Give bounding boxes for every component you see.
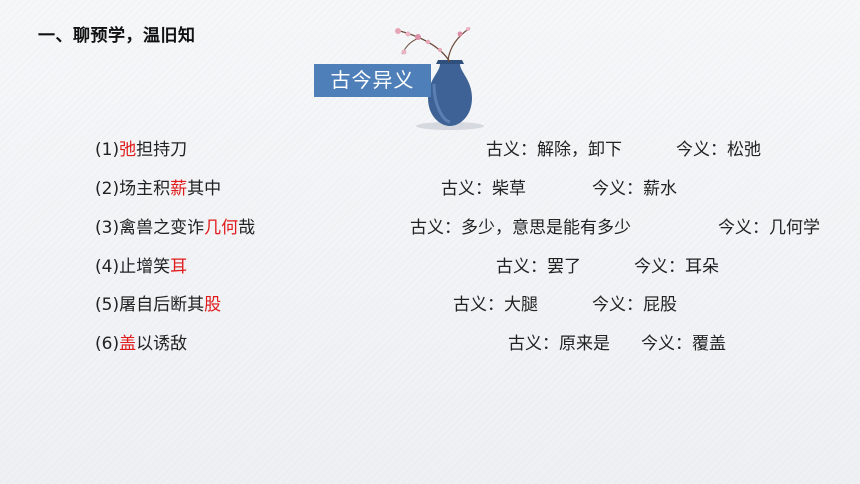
- banner-decoration: 古今异义: [300, 24, 490, 134]
- item-number: (2): [95, 179, 120, 199]
- sentence-text: 场主积: [119, 179, 171, 199]
- highlighted-word: 盖: [119, 334, 137, 354]
- sentence: (1)弛担持刀: [95, 137, 187, 163]
- highlighted-word: 耳: [170, 257, 188, 277]
- ancient-meaning: 古义：原来是: [508, 334, 610, 354]
- sentence-text: 以诱敌: [136, 334, 188, 354]
- list-item: (2)场主积薪其中 古义：柴草 今义：薪水: [0, 176, 860, 202]
- sentence: (2)场主积薪其中: [95, 176, 221, 202]
- sentence-text: 担持刀: [136, 140, 188, 160]
- section-heading: 一、聊预学，温旧知: [38, 26, 196, 46]
- list-item: (4)止增笑耳 古义：罢了 今义：耳朵: [0, 254, 860, 280]
- modern-meaning: 今义：松弛: [676, 140, 761, 160]
- list-item: (1)弛担持刀 古义：解除，卸下 今义：松弛: [0, 137, 860, 163]
- ancient-meaning: 古义：大腿: [453, 295, 538, 315]
- list-item: (6)盖以诱敌 古义：原来是 今义：覆盖: [0, 331, 860, 357]
- modern-meaning: 今义：耳朵: [634, 257, 719, 277]
- sentence-text: 哉: [238, 218, 256, 238]
- sentence: (3)禽兽之变诈几何哉: [95, 215, 255, 241]
- sentence-text: 屠自后断其: [119, 295, 205, 315]
- ancient-meaning: 古义：罢了: [496, 257, 581, 277]
- list-item: (5)屠自后断其股 古义：大腿 今义：屁股: [0, 292, 860, 318]
- item-number: (5): [95, 295, 120, 315]
- modern-meaning: 今义：屁股: [592, 295, 677, 315]
- highlighted-word: 几何: [204, 218, 239, 238]
- sentence-text: 其中: [187, 179, 222, 199]
- modern-meaning: 今义：覆盖: [641, 334, 726, 354]
- item-number: (1): [95, 140, 120, 160]
- sentence: (4)止增笑耳: [95, 254, 187, 280]
- ancient-meaning: 古义：多少，意思是能有多少: [410, 218, 631, 238]
- banner-box: 古今异义: [314, 64, 431, 97]
- ancient-meaning: 古义：柴草: [441, 179, 526, 199]
- item-number: (3): [95, 218, 120, 238]
- sentence: (6)盖以诱敌: [95, 331, 187, 357]
- sentence-text: 止增笑: [119, 257, 171, 277]
- sentence: (5)屠自后断其股: [95, 292, 221, 318]
- highlighted-word: 股: [204, 295, 222, 315]
- highlighted-word: 弛: [119, 140, 137, 160]
- highlighted-word: 薪: [170, 179, 188, 199]
- modern-meaning: 今义：薪水: [592, 179, 677, 199]
- item-number: (4): [95, 257, 120, 277]
- ancient-meaning: 古义：解除，卸下: [486, 140, 622, 160]
- modern-meaning: 今义：几何学: [718, 218, 820, 238]
- sentence-text: 禽兽之变诈: [119, 218, 205, 238]
- list-item: (3)禽兽之变诈几何哉 古义：多少，意思是能有多少 今义：几何学: [0, 215, 860, 241]
- vase-with-blossom-icon: [395, 27, 484, 130]
- item-number: (6): [95, 334, 120, 354]
- banner-title: 古今异义: [330, 68, 415, 92]
